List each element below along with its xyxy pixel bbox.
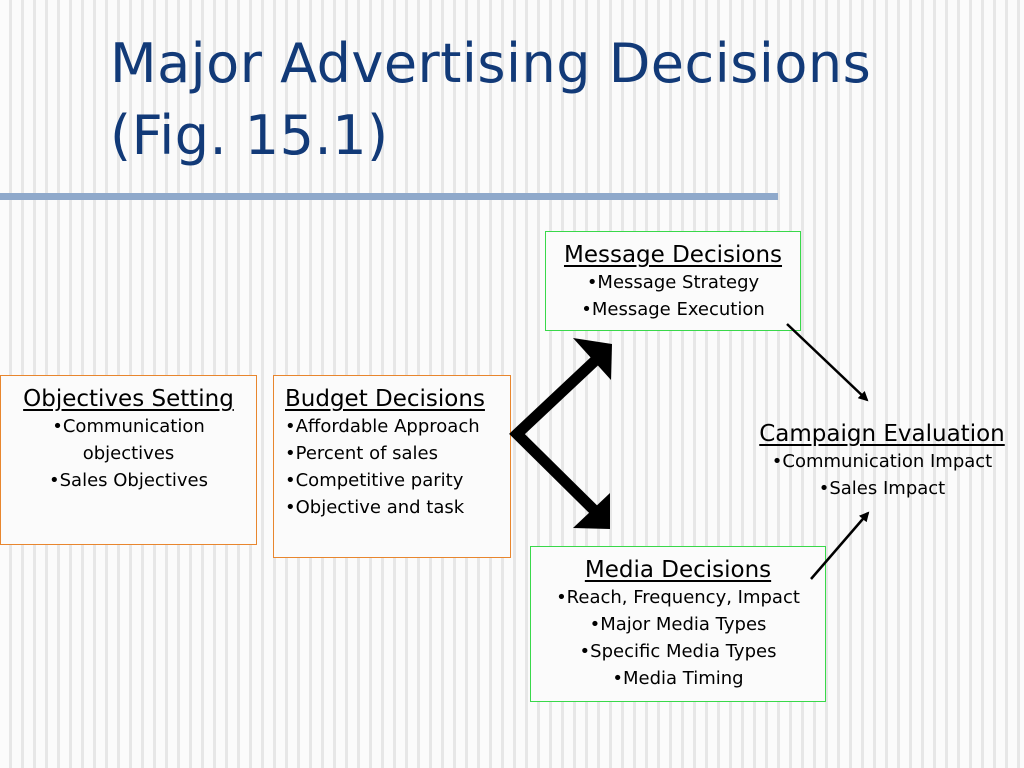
media-decisions-box: Media Decisions •Reach, Frequency, Impac…	[530, 546, 826, 702]
budget-item: •Competitive parity	[285, 470, 464, 491]
budget-decisions-list: •Affordable Approach •Percent of sales •…	[285, 413, 510, 521]
objectives-setting-title: Objectives Setting	[23, 386, 234, 412]
campaign-evaluation-box: Campaign Evaluation •Communication Impac…	[744, 411, 1020, 511]
message-decisions-title: Message Decisions	[563, 242, 783, 268]
budget-item: •Percent of sales	[285, 443, 438, 464]
media-decisions-list: •Reach, Frequency, Impact •Major Media T…	[531, 584, 825, 692]
slide-title-line-2: (Fig. 15.1)	[110, 104, 389, 167]
message-item: •Message Strategy	[586, 272, 760, 293]
media-item: •Specific Media Types	[579, 641, 777, 662]
budget-decisions-title: Budget Decisions	[285, 386, 485, 412]
message-item: •Message Execution	[581, 299, 765, 320]
message-decisions-box: Message Decisions •Message Strategy •Mes…	[545, 231, 801, 331]
objectives-item: •Communication objectives	[52, 416, 205, 464]
slide-title-line-1: Major Advertising Decisions	[110, 32, 872, 95]
objectives-setting-box: Objectives Setting •Communication object…	[0, 375, 257, 545]
media-item: •Media Timing	[612, 668, 744, 689]
objectives-item: •Sales Objectives	[49, 470, 208, 491]
arrow-head-to-media	[573, 493, 610, 529]
evaluation-item: •Sales Impact	[818, 478, 946, 499]
split-arrow-stem	[509, 352, 603, 519]
arrow-message-to-evaluation	[786, 323, 869, 402]
media-decisions-title: Media Decisions	[584, 557, 772, 583]
campaign-evaluation-list: •Communication Impact •Sales Impact	[744, 448, 1020, 502]
message-decisions-list: •Message Strategy •Message Execution	[546, 269, 800, 323]
objectives-setting-list: •Communication objectives •Sales Objecti…	[1, 413, 256, 494]
arrow-head-to-message	[573, 338, 612, 380]
split-arrow	[509, 338, 612, 529]
slide-title: Major Advertising Decisions (Fig. 15.1)	[110, 28, 1010, 172]
media-item: •Reach, Frequency, Impact	[556, 587, 800, 608]
budget-decisions-box: Budget Decisions •Affordable Approach •P…	[273, 375, 511, 558]
campaign-evaluation-title: Campaign Evaluation	[759, 421, 1005, 447]
media-item: •Major Media Types	[589, 614, 767, 635]
title-divider	[0, 193, 778, 200]
evaluation-item: •Communication Impact	[771, 451, 993, 472]
budget-item: •Objective and task	[285, 497, 465, 518]
budget-item: •Affordable Approach	[285, 416, 480, 437]
